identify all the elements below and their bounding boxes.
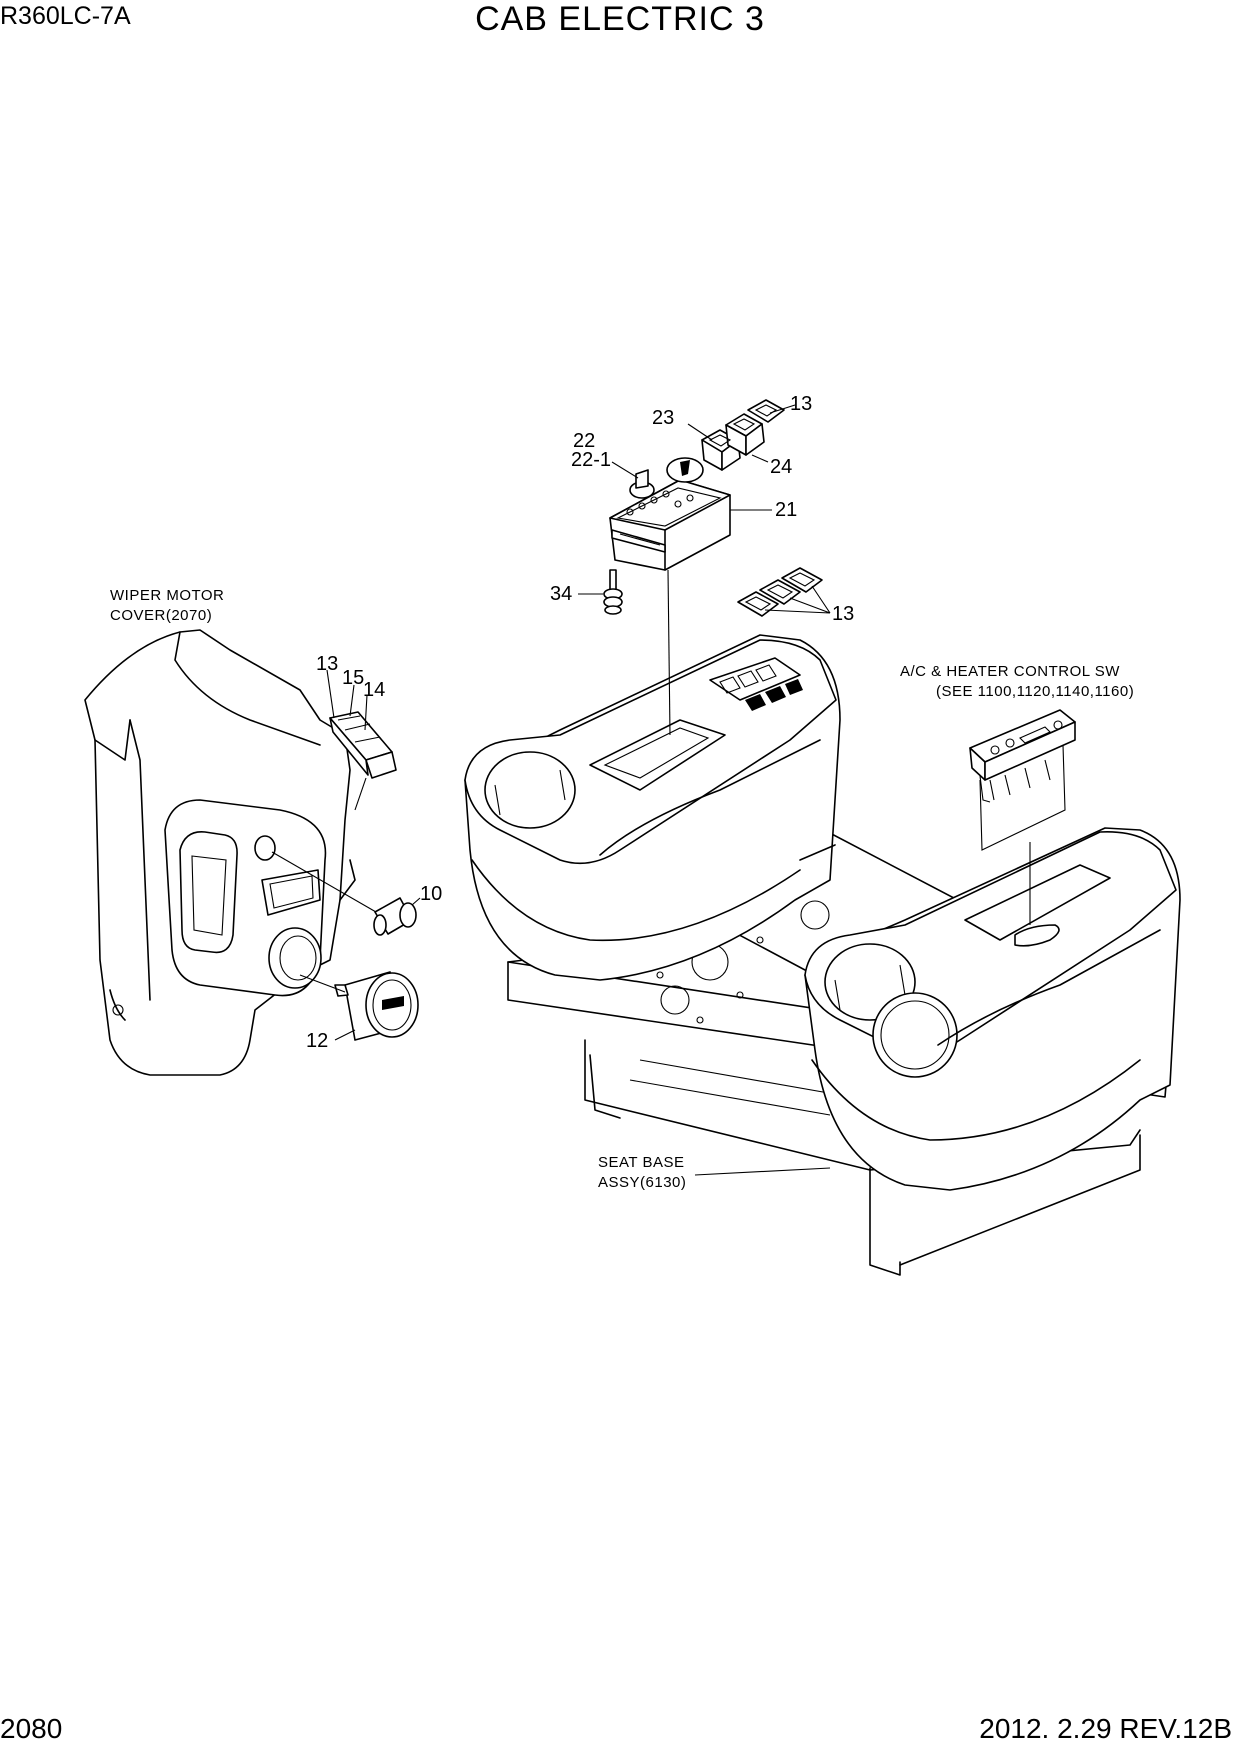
callout-24: 24 [770, 456, 792, 478]
socket-10 [373, 897, 417, 936]
callout-23: 23 [652, 407, 674, 429]
revision-date: 2012. 2.29 REV.12B [979, 1713, 1232, 1744]
callout-12: 12 [306, 1030, 328, 1052]
hour-meter-12 [334, 971, 419, 1041]
wiper-motor-cover [84, 629, 356, 1076]
callout-10: 10 [420, 883, 442, 905]
callout-21: 21 [775, 499, 797, 521]
callout-13-top: 13 [790, 393, 812, 415]
switch-panel-21 [609, 457, 731, 571]
callout-22-1: 22-1 [571, 449, 611, 471]
left-console-box [464, 634, 841, 981]
right-console-box [804, 827, 1181, 1191]
note-wiper-line1: WIPER MOTOR [110, 587, 224, 604]
screw-34 [603, 569, 623, 615]
page-number: 2080 [0, 1713, 63, 1744]
note-seat-line2: ASSY(6130) [598, 1174, 686, 1191]
connector-13-15-14 [329, 711, 397, 779]
model-code: R360LC-7A [0, 2, 131, 30]
note-ac-line1: A/C & HEATER CONTROL SW [900, 663, 1120, 680]
switch-covers [737, 567, 823, 617]
note-wiper-line2: COVER(2070) [110, 607, 212, 624]
note-ac-line2: (SEE 1100,1120,1140,1160) [936, 683, 1134, 700]
callout-14: 14 [363, 679, 385, 701]
page-title: CAB ELECTRIC 3 [475, 0, 765, 38]
leader-lines [271, 404, 1031, 1176]
ac-heater-control-switch [969, 709, 1076, 851]
callout-15: 15 [342, 667, 364, 689]
callout-13-left: 13 [316, 653, 338, 675]
callout-34: 34 [550, 583, 572, 605]
note-seat-line1: SEAT BASE [598, 1154, 684, 1171]
callout-22: 22 [573, 430, 595, 452]
rocker-switches [701, 399, 785, 471]
callout-13-mid: 13 [832, 603, 854, 625]
